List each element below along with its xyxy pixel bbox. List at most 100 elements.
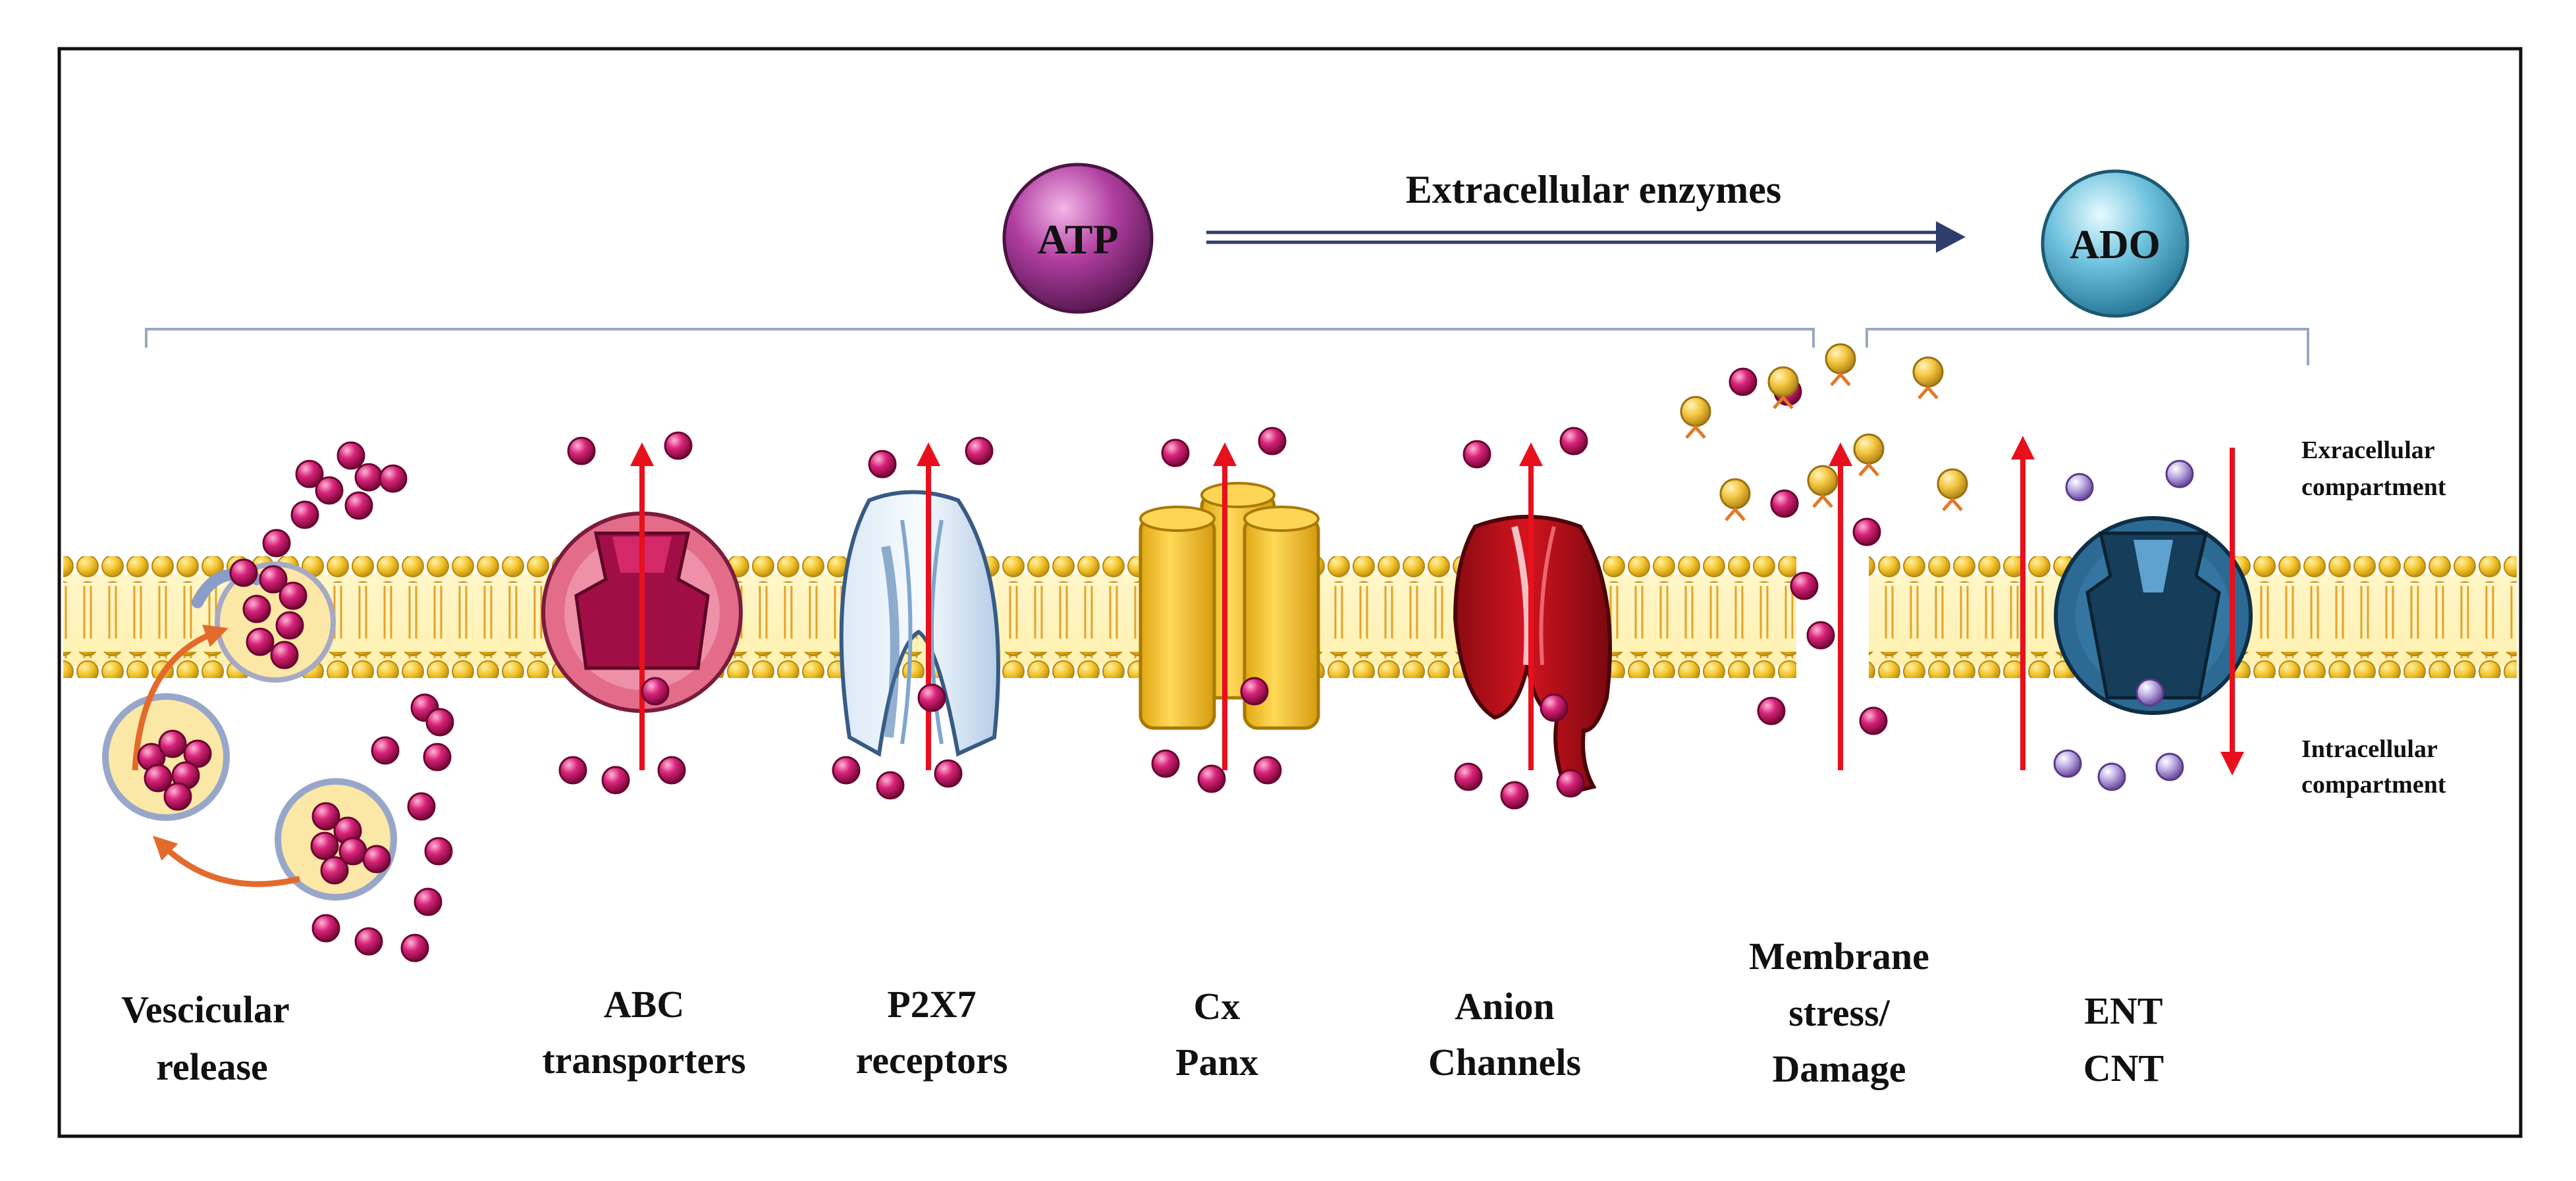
- adenosine-molecule: [1912, 356, 1944, 388]
- intracellular-nucleoside: [2155, 752, 2184, 781]
- atp-molecule: [558, 756, 587, 785]
- atp-molecules: [137, 367, 1888, 962]
- adenosine-molecule: [1853, 433, 1885, 465]
- atp-molecule: [832, 756, 861, 785]
- adenosine-molecule: [1719, 478, 1751, 510]
- atp-molecule: [664, 431, 693, 460]
- atp-molecule: [868, 450, 897, 479]
- adenosine-tail: [1725, 507, 1746, 521]
- label-ent-2: CNT: [2083, 1047, 2164, 1089]
- atp-molecule: [311, 802, 340, 831]
- label-ent-1: ENT: [2084, 989, 2162, 1032]
- adenosine-tail: [1858, 462, 1879, 477]
- atp-molecule: [246, 627, 275, 656]
- label-p2x7-1: P2X7: [887, 983, 976, 1026]
- atp-molecule: [144, 764, 173, 793]
- atp-bracket: [145, 328, 1815, 348]
- adenosine-tail: [1942, 497, 1963, 512]
- atp-molecule: [183, 739, 212, 768]
- atp-molecule: [400, 933, 429, 962]
- adenosine-tail: [1812, 494, 1833, 508]
- label-anion-1: Anion: [1455, 985, 1555, 1028]
- atp-molecule: [371, 736, 400, 765]
- transport-arrows: [630, 436, 2244, 775]
- label-membrane-2: stress/: [1788, 991, 1890, 1034]
- atp-molecule: [414, 887, 443, 916]
- p2x7-receptor: [839, 490, 1000, 757]
- label-p2x7-2: receptors: [856, 1039, 1008, 1082]
- atp-molecule: [290, 500, 319, 529]
- atp-molecule: [876, 771, 905, 800]
- connexin-pannexin: [1139, 482, 1320, 730]
- atp-molecule: [262, 529, 291, 558]
- label-cx-2: Panx: [1175, 1041, 1258, 1084]
- intracellular-nucleoside: [2065, 473, 2094, 502]
- atp-molecule: [423, 743, 452, 772]
- atp-molecule: [1806, 621, 1835, 650]
- ado-bracket: [1865, 328, 2309, 365]
- atp-molecule: [1790, 571, 1819, 600]
- adenosine-molecule: [1807, 465, 1838, 496]
- atp-molecule: [310, 831, 339, 860]
- atp-molecule: [1556, 769, 1585, 798]
- atp-molecule: [1852, 517, 1881, 546]
- atp-molecule: [1729, 367, 1758, 396]
- atp-molecule: [917, 683, 946, 712]
- atp-molecule: [424, 837, 453, 866]
- atp-molecule: [1151, 749, 1180, 778]
- extracellular-enzymes-arrow: [1206, 221, 1966, 253]
- adenosine-molecule: [1680, 396, 1711, 427]
- ado-label: ADO: [2070, 223, 2160, 267]
- adenosine-molecules: [1680, 343, 1968, 521]
- atp-molecule: [279, 581, 308, 610]
- label-abc-1: ABC: [604, 983, 684, 1026]
- atp-molecule: [1540, 693, 1569, 722]
- atp-molecule: [259, 565, 288, 594]
- atp-molecule: [362, 845, 391, 874]
- atp-sphere: ATP: [1002, 163, 1154, 314]
- intracellular-nucleoside: [2165, 459, 2194, 488]
- enzymes-label: Extracellular enzymes: [1406, 168, 1781, 211]
- atp-molecule: [379, 464, 408, 493]
- atp-molecule: [567, 436, 596, 465]
- atp-molecule: [425, 708, 454, 737]
- atp-molecule: [163, 782, 192, 811]
- atp-molecule: [344, 491, 373, 520]
- ent-cnt-transporter: [2054, 516, 2253, 715]
- extracellular-label-line1: Exracellular: [2301, 436, 2435, 464]
- adenosine-molecule: [1767, 366, 1799, 398]
- intracellular-nucleoside: [2053, 749, 2082, 778]
- atp-molecule: [1859, 706, 1888, 735]
- label-membrane-3: Damage: [1773, 1047, 1906, 1090]
- atp-molecule: [1559, 427, 1588, 456]
- atp-molecule: [311, 914, 340, 943]
- label-vescicular-release-2: release: [156, 1045, 268, 1088]
- adenosine-molecule: [1937, 468, 1968, 500]
- adenosine-molecule: [1825, 343, 1856, 375]
- vesicle-docked: [102, 693, 230, 821]
- atp-molecule: [336, 441, 365, 470]
- atp-molecule: [354, 927, 383, 956]
- vesicle-recycle-arrow-up: [132, 624, 228, 771]
- atp-molecule: [641, 677, 670, 706]
- label-anion-2: Channels: [1428, 1041, 1581, 1084]
- atp-molecule: [1240, 677, 1269, 706]
- atp-molecule: [965, 436, 994, 465]
- atp-molecule: [270, 641, 299, 669]
- label-membrane-1: Membrane: [1749, 935, 1929, 978]
- atp-molecule: [1757, 696, 1786, 725]
- atp-molecule: [1500, 781, 1529, 810]
- adenosine-tail: [1918, 385, 1939, 400]
- adenosine-tail: [1685, 425, 1706, 439]
- label-abc-2: transporters: [542, 1039, 745, 1082]
- atp-molecule: [1258, 427, 1287, 456]
- atp-molecule: [242, 594, 271, 623]
- atp-molecule: [229, 558, 258, 587]
- vesicle-recycle-arrow-back: [153, 835, 301, 887]
- atp-molecule: [1462, 440, 1491, 469]
- atp-molecule: [158, 729, 187, 758]
- intracellular-nucleoside: [2097, 762, 2126, 791]
- label-cx-1: Cx: [1194, 985, 1241, 1028]
- atp-molecule: [1454, 762, 1483, 791]
